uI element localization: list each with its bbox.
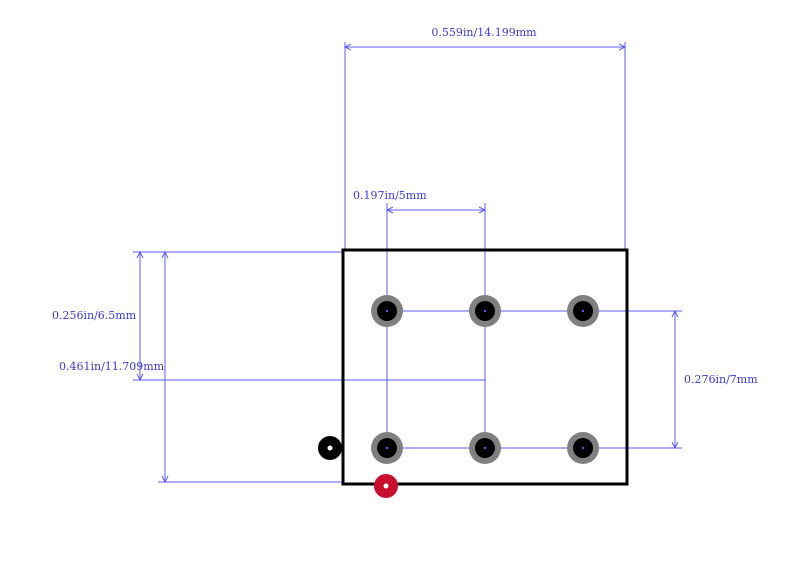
pad-2 xyxy=(469,295,501,327)
component-outline xyxy=(341,248,629,486)
pad-grid xyxy=(371,295,599,464)
row-offset-label: 0.256in/6.5mm xyxy=(52,309,137,322)
overall-height-label: 0.461in/11.709mm xyxy=(59,360,165,373)
overall-height-dimension: 0.461in/11.709mm xyxy=(59,250,343,484)
pin-pitch-x-dimension: 0.197in/5mm xyxy=(353,189,487,450)
pin-pitch-x-label: 0.197in/5mm xyxy=(353,189,427,202)
pad-4 xyxy=(371,432,403,464)
pad-5 xyxy=(469,432,501,464)
pin-pitch-y-label: 0.276in/7mm xyxy=(684,373,758,386)
pad-6 xyxy=(567,432,599,464)
row-offset-dimension: 0.256in/6.5mm xyxy=(52,250,485,382)
origin-marker-red xyxy=(374,474,398,498)
pin-pitch-y-dimension: 0.276in/7mm xyxy=(387,309,758,450)
overall-width-label: 0.559in/14.199mm xyxy=(431,26,537,39)
pin1-marker-black xyxy=(318,436,342,460)
pad-1 xyxy=(371,295,403,327)
overall-width-dimension: 0.559in/14.199mm xyxy=(343,26,627,250)
pad-3 xyxy=(567,295,599,327)
